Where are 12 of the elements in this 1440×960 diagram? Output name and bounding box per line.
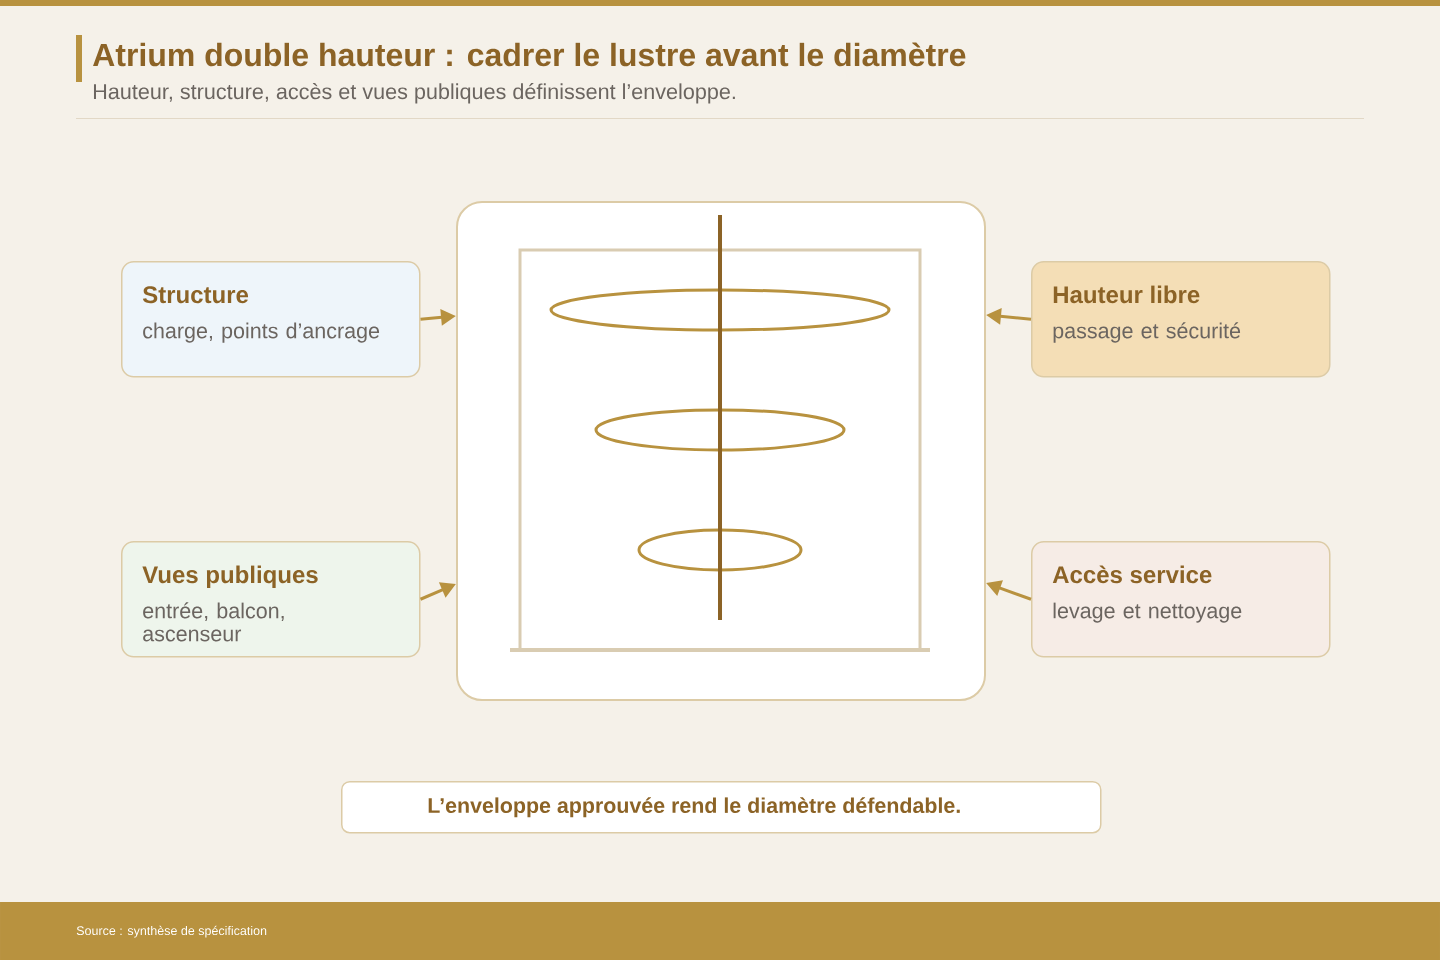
card-title: Accès service — [1052, 565, 1212, 584]
card-text: passage et sécurité — [1053, 322, 1241, 343]
summary-banner: L’enveloppe approuvée rend le diamètre défendable. — [341, 781, 1102, 834]
card-title: Vues publiques — [142, 565, 318, 588]
card-title: Hauteur libre — [1053, 285, 1200, 304]
card-text: entrée, balcon, ascenseur — [143, 602, 284, 642]
card-text: levage et nettoyage — [1053, 602, 1242, 623]
title: Atrium double hauteur : cadrer le lustre avant le diamètre — [93, 42, 966, 67]
subtitle: Hauteur, structure, accès et vues publiques définissent l’enveloppe. — [94, 83, 735, 104]
source-note: Source : synthèse de spécification — [76, 925, 267, 938]
card-text: charge, points d’ancrage — [143, 322, 380, 343]
card-title: Structure — [142, 286, 249, 304]
